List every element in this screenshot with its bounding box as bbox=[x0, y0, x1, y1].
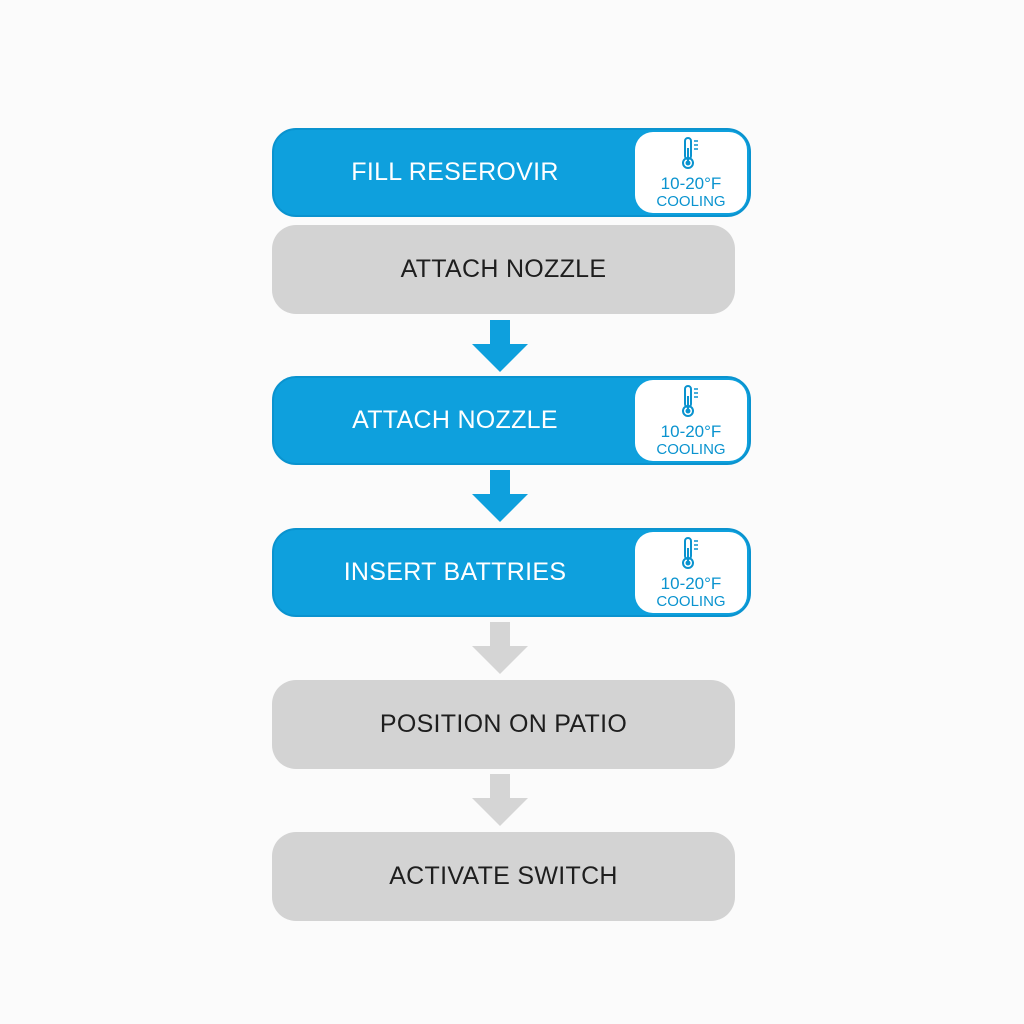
step-activate-switch: ACTIVATE SWITCH bbox=[272, 832, 735, 921]
arrow-down-icon bbox=[472, 320, 528, 372]
step-label: ACTIVATE SWITCH bbox=[389, 862, 618, 890]
badge-temperature: 10-20°F bbox=[660, 173, 722, 193]
cooling-badge: 10-20°F COOLING bbox=[635, 132, 747, 213]
cooling-badge: 10-20°F COOLING bbox=[635, 380, 747, 461]
step-attach-nozzle-active: ATTACH NOZZLE 10-20°F COOLING bbox=[272, 376, 751, 465]
cooling-badge: 10-20°F COOLING bbox=[635, 532, 747, 613]
step-label: ATTACH NOZZLE bbox=[352, 406, 558, 434]
step-insert-batteries: INSERT BATTRIES 10-20°F COOLING bbox=[272, 528, 751, 617]
step-label: INSERT BATTRIES bbox=[343, 558, 567, 586]
thermometer-icon bbox=[682, 536, 698, 569]
arrow-down-icon bbox=[472, 622, 528, 674]
arrow-down-icon bbox=[472, 470, 528, 522]
step-label: ATTACH NOZZLE bbox=[400, 255, 607, 283]
step-attach-nozzle: ATTACH NOZZLE bbox=[272, 225, 735, 314]
step-fill-reservoir: FILL RESEROVIR 10-20°F COOLING bbox=[272, 128, 751, 217]
thermometer-icon bbox=[682, 136, 698, 169]
step-position-on-patio: POSITION ON PATIO bbox=[272, 680, 735, 769]
badge-unit: COOLING bbox=[656, 440, 726, 458]
badge-unit: COOLING bbox=[656, 592, 726, 610]
badge-unit: COOLING bbox=[656, 192, 726, 210]
arrow-down-icon bbox=[472, 774, 528, 826]
badge-temperature: 10-20°F bbox=[660, 573, 722, 593]
step-label: FILL RESEROVIR bbox=[351, 158, 559, 186]
thermometer-icon bbox=[682, 384, 698, 417]
step-label: POSITION ON PATIO bbox=[379, 710, 628, 738]
badge-temperature: 10-20°F bbox=[660, 421, 722, 441]
